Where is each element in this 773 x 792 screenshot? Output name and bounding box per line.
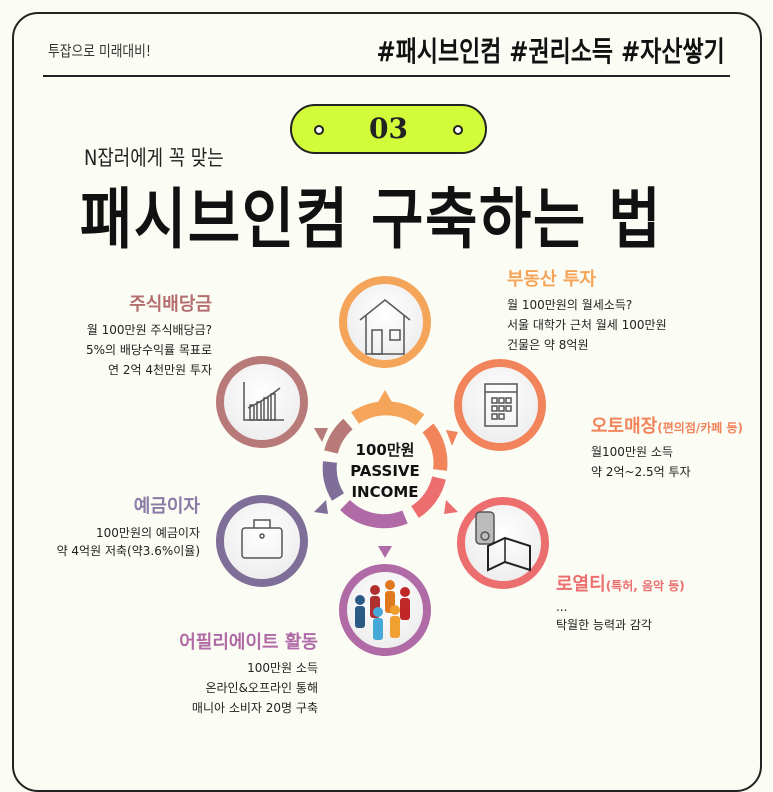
music-book-icon [475,511,531,572]
item-desc: 탁월한 능력과 감각 [556,618,652,632]
ring-segment [340,499,408,529]
briefcase-icon [241,519,283,559]
diagram [216,276,549,656]
item-title: 오토매장 [591,416,658,437]
ring-segment [322,461,345,501]
arrow-icon [378,546,392,558]
item-title-note: (편의점/카페 등) [657,421,744,435]
circle-royalty [457,497,549,589]
tagline: 투잡으로 미래대비! [48,42,152,60]
ring-segment [324,418,353,454]
dot-icon [314,125,324,135]
item-desc: ... [556,600,568,614]
item-desc: 약 2억~2.5억 투자 [591,465,691,479]
dot-icon [453,125,463,135]
center-label: 100만원 PASSIVE INCOME [330,440,440,503]
hashtags: #패시브인컴 #권리소득 #자산쌓기 [376,35,725,68]
item-deposit: 예금이자 100만원의 예금이자 약 4억원 저축(약3.6%이율) [57,492,200,560]
item-desc: 월100만원 소득 [591,445,673,459]
people-icon [355,580,410,640]
item-title: 어필리에이트 활동 [179,632,318,653]
item-desc: 100만원의 예금이자 [96,526,200,540]
house-icon [359,299,411,355]
divider [43,75,730,77]
item-desc: 100만원 소득 [247,661,318,675]
item-auto-store: 오토매장(편의점/카페 등) 월100만원 소득 약 2억~2.5억 투자 [591,412,743,482]
item-desc: 온라인&오프라인 통해 [205,681,318,695]
circle-deposit [216,495,308,587]
subtitle: N잡러에게 꼭 맞는 [84,146,224,170]
growth-chart-icon [243,382,284,421]
item-real-estate: 부동산 투자 월 100만원의 월세소득? 서울 대학가 근처 월세 100만원… [507,265,667,355]
ring-segment [410,476,446,518]
item-desc: 월 100만원 주식배당금? [86,323,212,337]
item-title-note: (특허, 음악 등) [605,579,685,593]
item-title: 부동산 투자 [507,269,597,290]
item-affiliate: 어필리에이트 활동 100만원 소득 온라인&오프라인 통해 매니아 소비자 2… [179,628,318,718]
page-title: 패시브인컴 구축하는 법 [80,181,663,258]
circle-dividend [216,356,308,448]
item-desc: 약 4억원 저축(약3.6%이율) [56,544,200,558]
item-desc: 5%의 배당수익률 목표로 [85,343,212,357]
item-title: 로열티 [556,574,606,595]
ring-segment [351,401,425,426]
item-desc: 연 2억 4천만원 투자 [108,363,212,377]
arrow-icon [314,500,328,514]
item-desc: 매니아 소비자 20명 구축 [191,701,318,715]
arrow-icon [444,500,458,514]
item-desc: 서울 대학가 근처 월세 100만원 [507,318,667,332]
center-line: PASSIVE [350,462,420,480]
item-dividend: 주식배당금 월 100만원 주식배당금? 5%의 배당수익률 목표로 연 2억 … [86,290,212,380]
arrow-icon [378,390,392,402]
center-line: INCOME [351,483,419,501]
circle-auto-store [454,359,546,451]
item-title: 예금이자 [133,496,200,517]
item-desc: 건물은 약 8억원 [507,338,589,352]
center-ring [322,401,448,529]
circle-real-estate [339,276,431,368]
ring-segment [422,423,448,471]
item-royalty: 로열티(특허, 음악 등) ... 탁월한 능력과 감각 [556,570,685,634]
number-badge: 03 [290,104,487,154]
arrow-icon [314,428,328,442]
calendar-icon [484,383,518,427]
arrows [314,390,458,558]
item-desc: 월 100만원의 월세소득? [507,298,633,312]
badge-number: 03 [369,112,408,145]
item-title: 주식배당금 [129,294,212,315]
arrow-icon [446,430,458,446]
center-line: 100만원 [355,441,415,459]
